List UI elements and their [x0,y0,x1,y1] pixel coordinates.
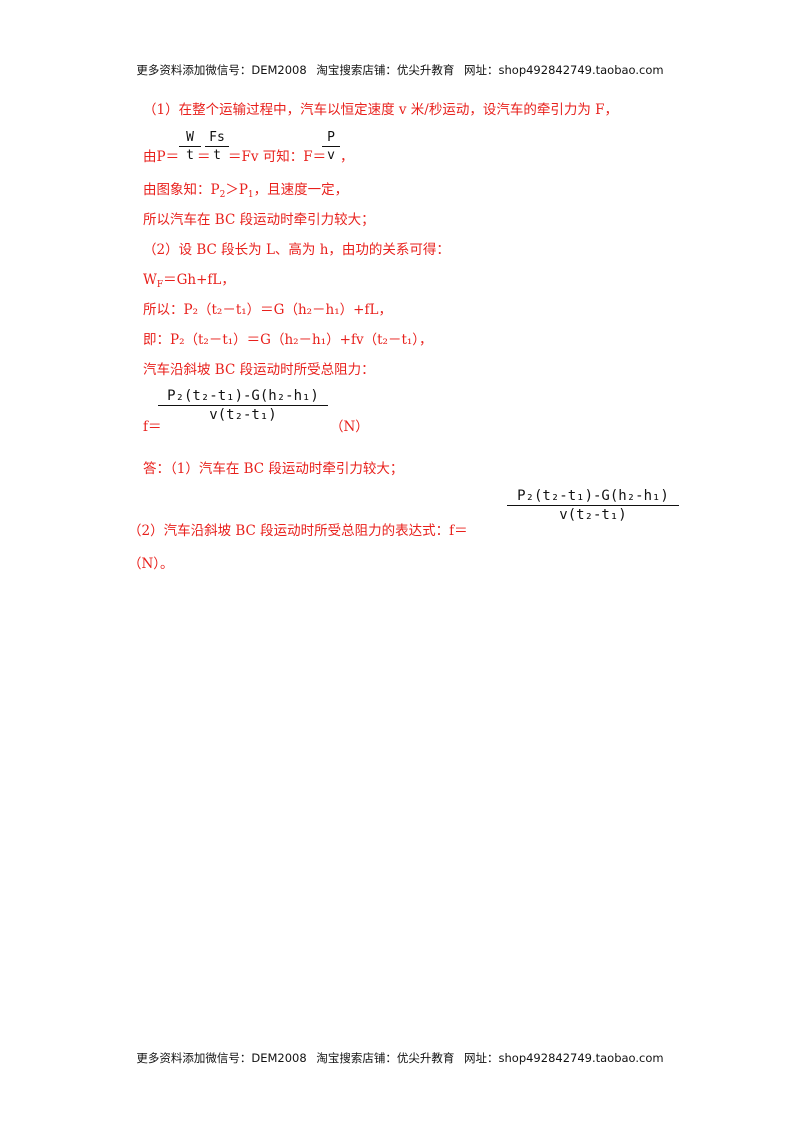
fraction-numerator: P₂(t₂-t₁)-G(h₂-h₁) [167,388,319,404]
fraction-p-over-v: P v [322,130,340,163]
header-wechat: 更多资料添加微信号：DEM2008 [136,63,307,77]
answer-line-3: （N）。 [128,556,174,572]
fraction-w-over-t: W t [179,130,201,163]
solution-line-9: 汽车沿斜坡 BC 段运动时所受总阻力： [143,362,375,378]
answer-line-2: （2）汽车沿斜坡 BC 段运动时所受总阻力的表达式：f＝ [128,523,468,539]
fraction-denominator: t [213,148,221,163]
fraction-denominator: v(t₂-t₁) [209,407,277,423]
page-footer: 更多资料添加微信号：DEM2008 淘宝搜索店铺：优尖升教育 网址：shop49… [0,1050,800,1066]
fraction-numerator: Fs [209,130,225,145]
solution-line-4: 所以汽车在 BC 段运动时牵引力较大； [143,212,375,228]
fraction-numerator: P [327,130,335,145]
fraction-resistance-answer: P₂(t₂-t₁)-G(h₂-h₁) v(t₂-t₁) [507,488,679,523]
footer-wechat: 更多资料添加微信号：DEM2008 [136,1051,307,1065]
solution-line-10a: f＝ [143,419,162,435]
solution-line-7: 所以：P₂（t₂－t₁）＝G（h₂－h₁）+fL， [143,302,392,318]
footer-url: 网址：shop492842749.taobao.com [464,1051,664,1065]
fraction-numerator: P₂(t₂-t₁)-G(h₂-h₁) [517,488,669,504]
fraction-denominator: v [327,148,335,163]
solution-line-1: （1）在整个运输过程中，汽车以恒定速度 v 米/秒运动，设汽车的牵引力为 F， [143,102,619,118]
footer-shop: 淘宝搜索店铺：优尖升教育 [316,1051,455,1065]
solution-line-5: （2）设 BC 段长为 L、高为 h，由功的关系可得： [143,242,450,258]
fraction-fs-over-t: Fs t [205,130,229,163]
solution-line-6: WF＝Gh+fL， [143,272,235,290]
solution-line-2d: ， [340,149,354,165]
answer-line-1: 答：（1）汽车在 BC 段运动时牵引力较大； [143,461,404,477]
solution-line-2a: 由P＝ [143,149,180,165]
solution-line-8: 即：P₂（t₂－t₁）＝G（h₂－h₁）+fv（t₂－t₁）， [143,332,433,348]
page-header: 更多资料添加微信号：DEM2008 淘宝搜索店铺：优尖升教育 网址：shop49… [0,62,800,78]
solution-line-2b: ＝ [197,149,211,165]
solution-line-2c: ＝Fv 可知：F＝ [228,149,327,165]
solution-line-10b: （N） [330,419,369,435]
fraction-denominator: t [186,148,194,163]
header-url: 网址：shop492842749.taobao.com [464,63,664,77]
header-shop: 淘宝搜索店铺：优尖升教育 [316,63,455,77]
solution-line-3: 由图象知：P2＞P1，且速度一定， [143,182,349,200]
fraction-numerator: W [186,130,194,145]
fraction-denominator: v(t₂-t₁) [559,507,627,523]
fraction-resistance: P₂(t₂-t₁)-G(h₂-h₁) v(t₂-t₁) [158,388,328,423]
